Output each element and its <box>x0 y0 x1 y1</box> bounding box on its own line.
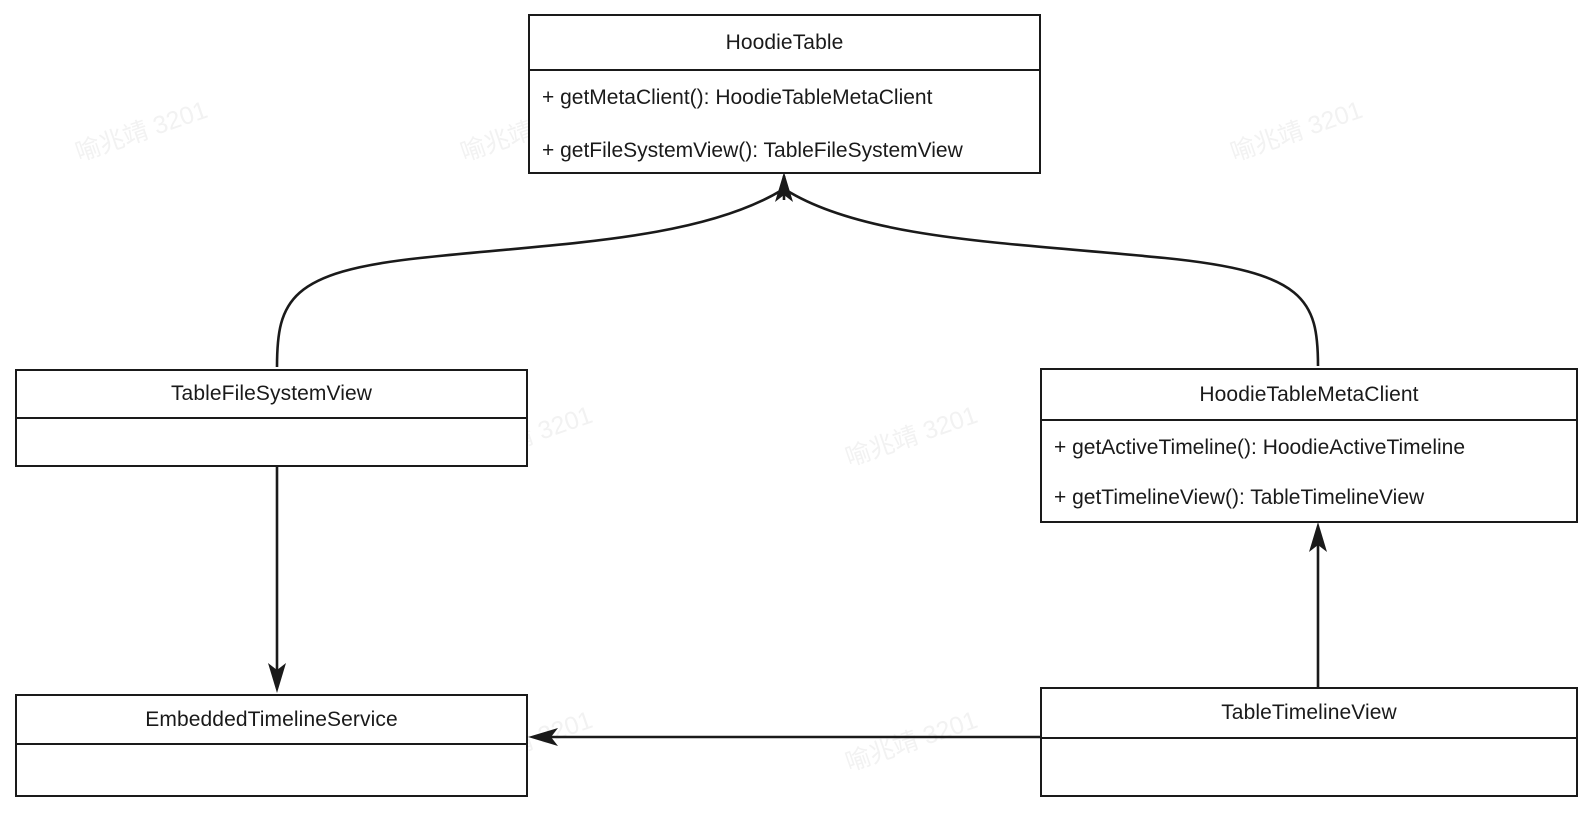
watermark-text: 喻兆靖 3201 <box>841 400 982 473</box>
class-name-tablefilesystemview: TableFileSystemView <box>17 371 526 419</box>
class-members-hoodietable: + getMetaClient(): HoodieTableMetaClient… <box>530 71 1039 172</box>
class-name-tabletimelineview: TableTimelineView <box>1042 689 1576 739</box>
class-box-embeddedtimelineservice[interactable]: EmbeddedTimelineService <box>15 694 528 797</box>
class-box-hoodietable[interactable]: HoodieTable + getMetaClient(): HoodieTab… <box>528 14 1041 174</box>
class-box-hoodietablemetaclient[interactable]: HoodieTableMetaClient + getActiveTimelin… <box>1040 368 1578 523</box>
watermark-text: 喻兆靖 3201 <box>71 95 212 168</box>
arrowhead-into-embeddedtimelineservice-top <box>268 663 286 693</box>
class-members-tablefilesystemview <box>17 419 526 465</box>
watermark-text: 喻兆靖 3201 <box>841 705 982 778</box>
edge-tablefilesystemview-to-hoodietable <box>275 188 783 368</box>
class-name-embeddedtimelineservice: EmbeddedTimelineService <box>17 696 526 745</box>
class-member: + getTimelineView(): TableTimelineView <box>1054 486 1425 509</box>
class-member: + getActiveTimeline(): HoodieActiveTimel… <box>1054 435 1466 459</box>
watermark-text: 喻兆靖 3201 <box>1226 95 1367 168</box>
class-member: + getMetaClient(): HoodieTableMetaClient <box>542 86 933 110</box>
class-member: + getFileSystemView(): TableFileSystemVi… <box>542 138 963 162</box>
arrowhead-into-embeddedtimelineservice-right <box>528 728 558 746</box>
edge-hoodietablemetaclient-to-hoodietable <box>785 188 1320 367</box>
arrowhead-into-hoodietable <box>775 172 793 202</box>
arrowhead-into-hoodietablemetaclient-bottom <box>1309 522 1327 552</box>
class-name-hoodietable: HoodieTable <box>530 16 1039 71</box>
class-members-embeddedtimelineservice <box>17 745 526 795</box>
class-members-tabletimelineview <box>1042 739 1576 795</box>
class-box-tabletimelineview[interactable]: TableTimelineView <box>1040 687 1578 797</box>
class-name-hoodietablemetaclient: HoodieTableMetaClient <box>1042 370 1576 421</box>
class-box-tablefilesystemview[interactable]: TableFileSystemView <box>15 369 528 467</box>
class-members-hoodietablemetaclient: + getActiveTimeline(): HoodieActiveTimel… <box>1042 421 1576 521</box>
